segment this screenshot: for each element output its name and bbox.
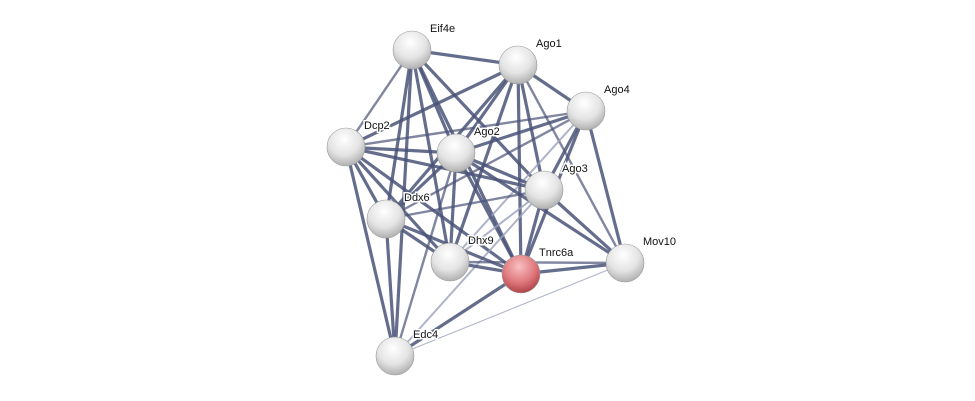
node-label: Ago1 (536, 38, 562, 50)
edge-ago2-edc4[interactable] (393, 152, 458, 357)
node-label: Dcp2 (364, 120, 390, 132)
edge-ago3-edc4[interactable] (394, 189, 545, 357)
node-sphere[interactable] (430, 242, 470, 282)
node-label: Ago3 (562, 163, 588, 175)
node-dcp2[interactable]: Dcp2 (326, 119, 391, 167)
edge-ago4-dcp2[interactable] (345, 109, 587, 149)
edge-dcp2-edc4[interactable] (344, 146, 397, 357)
edge-eif4e-dhx9[interactable] (410, 49, 452, 263)
node-mov10[interactable]: Mov10 (605, 235, 678, 283)
edge-ago1-mov10[interactable] (516, 64, 627, 264)
node-label: Ago4 (604, 84, 630, 96)
edge-ddx6-edc4[interactable] (384, 218, 397, 357)
node-sphere[interactable] (375, 336, 415, 376)
node-ago4[interactable]: Ago4 (566, 83, 631, 131)
node-eif4e[interactable]: Eif4e (392, 22, 457, 70)
node-label: Edc4 (413, 329, 438, 341)
node-sphere[interactable] (566, 91, 606, 131)
edge-eif4e-ddx6[interactable] (384, 49, 414, 220)
edge-ago1-dcp2[interactable] (345, 63, 519, 149)
node-sphere[interactable] (326, 127, 366, 167)
edge-ago2-tnrc6a[interactable] (454, 152, 523, 275)
edge-ago4-mov10[interactable] (584, 110, 627, 264)
node-ago3[interactable]: Ago3 (524, 162, 589, 210)
edge-dhx9-mov10[interactable] (449, 260, 626, 265)
node-label: Ddx6 (404, 192, 430, 204)
node-ddx6[interactable]: Ddx6 (366, 191, 431, 239)
node-sphere[interactable] (498, 45, 538, 85)
edge-edc4-mov10[interactable] (394, 262, 626, 357)
node-sphere[interactable] (436, 133, 476, 173)
node-ago2[interactable]: Ago2 (436, 125, 501, 173)
node-sphere[interactable] (501, 254, 541, 294)
node-sphere[interactable] (524, 170, 564, 210)
node-dhx9[interactable]: Dhx9 (430, 234, 495, 282)
node-label: Mov10 (643, 236, 676, 248)
node-edc4[interactable]: Edc4 (375, 328, 440, 376)
edge-eif4e-dcp2[interactable] (345, 49, 413, 148)
node-sphere[interactable] (366, 199, 406, 239)
edge-tnrc6a-edc4[interactable] (394, 272, 522, 358)
node-label: Tnrc6a (539, 247, 574, 259)
node-ago1[interactable]: Ago1 (498, 37, 563, 85)
node-label: Eif4e (430, 23, 455, 35)
node-sphere[interactable] (605, 243, 645, 283)
edge-ago4-ago2[interactable] (455, 109, 587, 155)
node-label: Ago2 (474, 126, 500, 138)
edge-ago4-dhx9[interactable] (449, 110, 587, 263)
node-sphere[interactable] (392, 30, 432, 70)
node-tnrc6a[interactable]: Tnrc6a (501, 246, 576, 294)
edge-ago1-tnrc6a[interactable] (516, 64, 523, 275)
edge-ago3-ddx6[interactable] (385, 188, 545, 221)
node-label: Dhx9 (468, 235, 494, 247)
